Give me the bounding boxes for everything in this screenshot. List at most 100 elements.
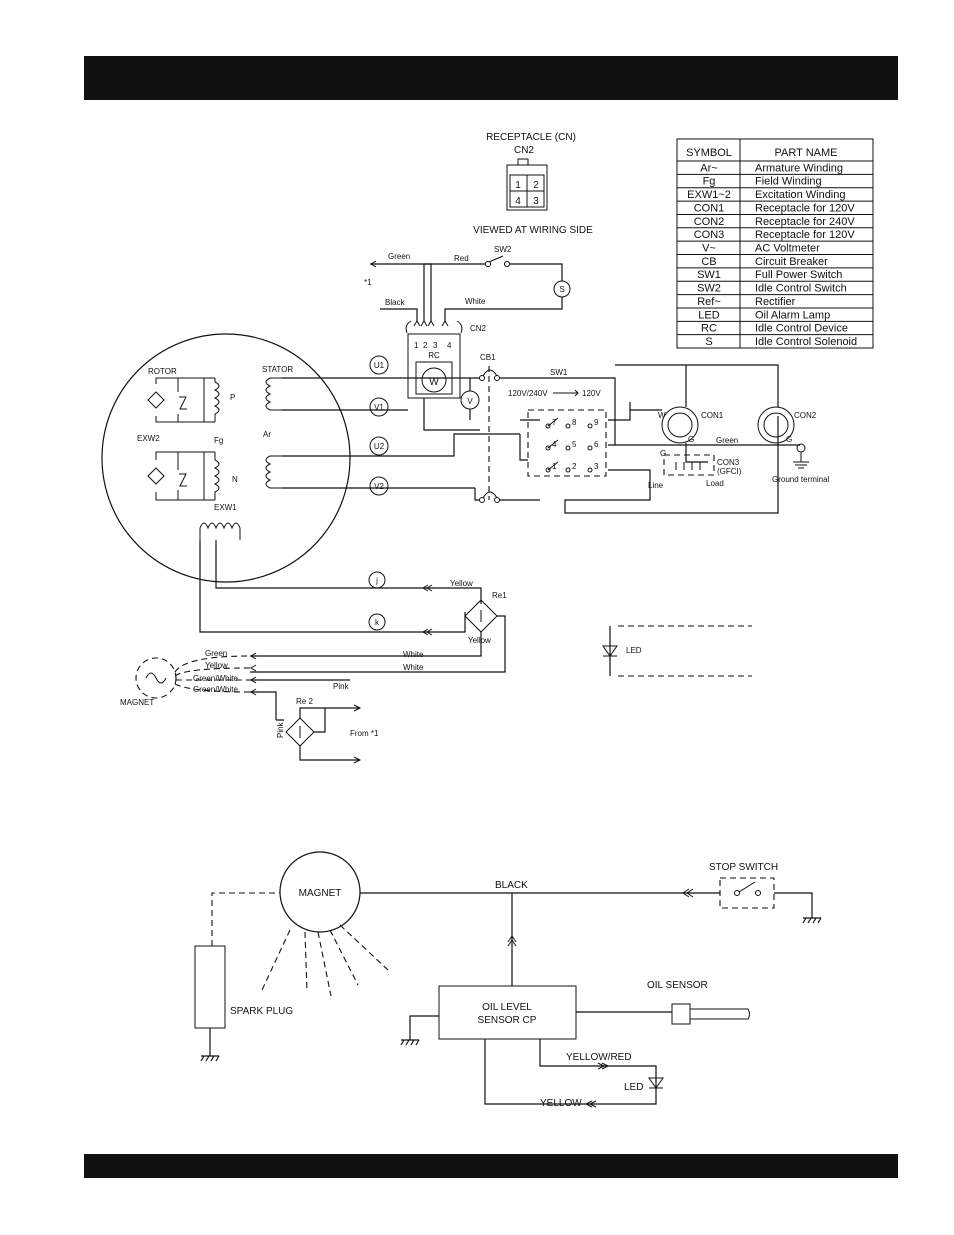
armature-label: Ar [263,430,271,439]
con3-load-label: Load [706,479,724,488]
con3-gfci-label: (GFCI) [717,467,742,476]
legend-symbol: RC [701,323,717,335]
idle-control-wiring: Green Red SW2 *1 Black White CN2 S 1 2 3… [364,245,571,399]
fg-label: Fg [214,436,223,445]
oil-sensor-label: OIL SENSOR [647,980,708,991]
selector-contact [587,445,593,451]
wire-yellow-1: Yellow [450,579,473,588]
legend-part-name: Receptacle for 240V [755,216,855,228]
con1-g-label: G [688,435,694,444]
wire-label-green: Green [388,252,410,261]
black-wire-label: BLACK [495,880,528,891]
lead-u2: U2 [374,442,385,451]
legend-part-name: Idle Control Solenoid [755,336,857,348]
selector-contact [565,445,571,451]
engine-led-label: LED [624,1082,643,1093]
lead-u1: U1 [374,361,385,370]
selector-contact-number: 4 [552,440,557,449]
selector-contact [565,423,571,429]
voltmeter-v-label: V [467,397,473,406]
rc-pin-4: 4 [447,341,452,350]
rc-pin-2: 2 [423,341,428,350]
lead-j: j [375,576,378,585]
con3-line-label: Line [648,481,664,490]
selector-contact-number: 9 [594,418,599,427]
selector-contact-number: 6 [594,440,599,449]
legend-part-name: AC Voltmeter [755,243,820,255]
legend-part-name: Rectifier [755,296,796,308]
selector-contact-number: 2 [572,462,577,471]
legend-part-name: Idle Control Device [755,323,848,335]
legend-part-name: Receptacle for 120V [755,229,855,241]
yellow-wire-label: YELLOW [540,1098,582,1109]
voltage-selector-label: 120V/240V [508,389,548,398]
re1-label: Re1 [492,591,507,600]
legend-symbol: LED [698,309,719,321]
lead-v1: V1 [374,403,384,412]
wire-label-black: Black [385,298,406,307]
wire-white-2: White [403,663,424,672]
magnet-wire-green-white-1: Green/White [193,674,238,683]
rc-label: RC [428,351,440,360]
legend-symbol: EXW1~2 [687,189,731,201]
lead-v2: V2 [374,482,384,491]
con3-g-label: G [660,449,666,458]
legend-part-name: Receptacle for 120V [755,202,855,214]
field-p-label: P [230,393,235,402]
footer-bar [84,1154,898,1178]
wire-yellow-2: Yellow [468,636,491,645]
oil-level-sensor-line2: SENSOR CP [478,1015,537,1026]
sw1-label: SW1 [550,368,568,377]
wire-pink-2: Pink [276,721,285,738]
rc-pin-3: 3 [433,341,438,350]
receptacle-caption: VIEWED AT WIRING SIDE [473,225,593,236]
legend-symbol: Ar~ [700,162,717,174]
rectifier-wiring: j k Yellow Yellow Re1 White White LED [199,540,752,677]
legend-symbol: CON1 [694,202,725,214]
legend-header-part-name: PART NAME [775,147,838,159]
receptacle-cn2: RECEPTACLE (CN) CN2 1 2 4 3 VIEWED AT WI… [473,132,593,236]
receptacle-pin-3: 3 [533,196,539,207]
wire-white-1: White [403,650,424,659]
legend-part-name: Field Winding [755,176,822,188]
selector-contact [587,423,593,429]
yellow-red-wire-label: YELLOW/RED [566,1052,632,1063]
engine-magnet-label: MAGNET [299,888,342,899]
receptacle-pin-2: 2 [533,180,539,191]
con2-label: CON2 [794,411,817,420]
selector-contact [545,445,551,451]
con2-g-label: G [786,435,792,444]
oil-level-sensor-line1: OIL LEVEL [482,1002,532,1013]
header-bar [84,56,898,100]
from-star1-label: From *1 [350,729,379,738]
spark-plug-label: SPARK PLUG [230,1006,293,1017]
selector-contact [545,423,551,429]
con1-w-label: W [658,411,666,420]
magnet-wire-green-white-2: Green/White [193,685,238,694]
lead-k: k [375,618,380,627]
field-n-label: N [232,475,238,484]
exw2-label: EXW2 [137,434,160,443]
selector-contact-number: 7 [552,418,557,427]
legend-part-name: Idle Control Switch [755,283,847,295]
selector-contact [565,467,571,473]
legend-symbol: CON2 [694,216,725,228]
magnet-wire-green: Green [205,649,227,658]
rc-pin-1: 1 [414,341,419,350]
selector-contact-number: 8 [572,418,577,427]
selector-contact-number: 5 [572,440,577,449]
magnet-label: MAGNET [120,698,154,707]
legend-part-name: Excitation Winding [755,189,846,201]
legend-part-name: Circuit Breaker [755,256,828,268]
exw1-label: EXW1 [214,503,237,512]
wire-pink-1: Pink [333,682,350,691]
ground-wire-green-label: Green [716,436,738,445]
con3-label: CON3 [717,458,740,467]
legend-part-name: Armature Winding [755,162,843,174]
legend-symbol: Fg [703,176,716,188]
